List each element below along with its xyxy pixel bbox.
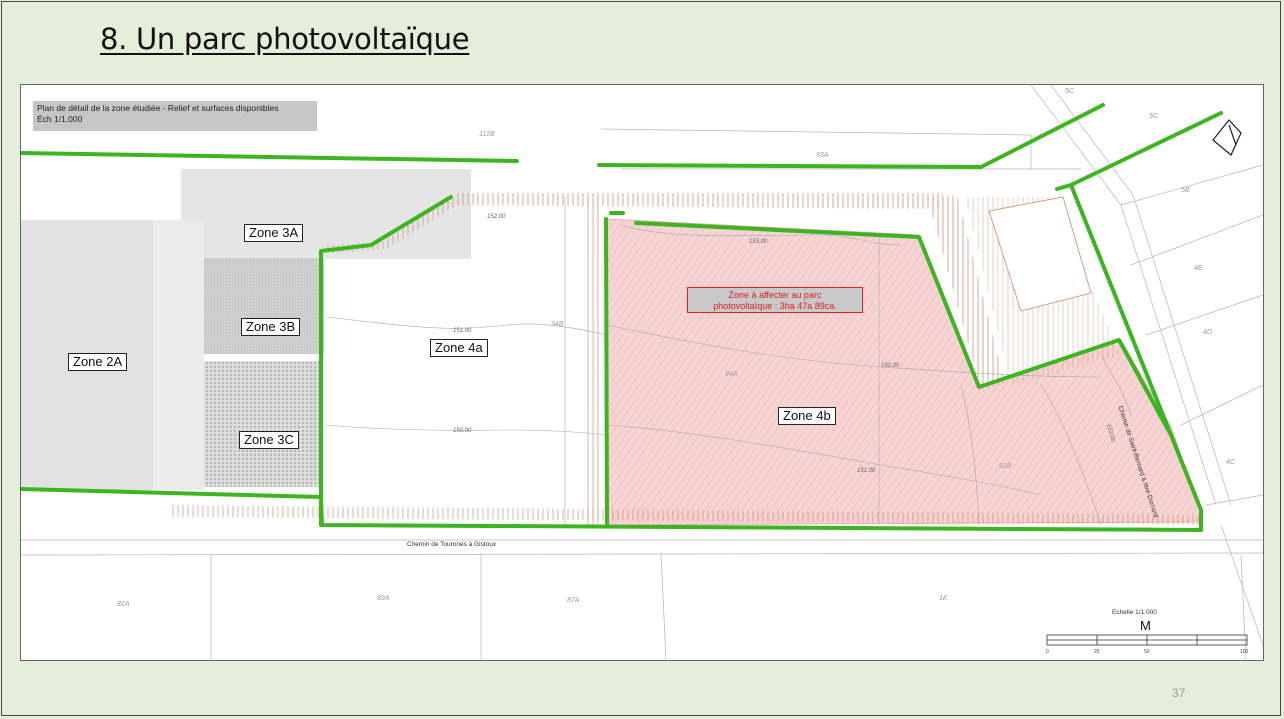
parcel-87a: 87A [567,597,580,604]
pv-zone-line1: Zone à affecter au parc [728,290,822,300]
pv-zone-annotation: Zone à affecter au parc photovoltaïque :… [687,287,863,313]
scale-unit: M [1140,618,1151,633]
zone-3c-area [204,361,322,487]
zone-3b-area [204,258,324,354]
elevation-label: 152.00 [487,214,506,220]
zone-3a-label: Zone 3A [244,224,304,242]
scale-block: Echelle 1/1.000 M 0 25 50 100 [1046,605,1251,657]
scale-tick: 100 [1240,649,1249,655]
parcel-94a: 94A [725,371,738,378]
zone-3-lower-area [153,220,204,490]
parcel-5c-top: 5C [1065,88,1074,95]
north-arrow-symbol [1212,119,1242,156]
zone-2a-label: Zone 2A [68,353,128,371]
green-boundaries [21,103,1223,532]
elevation-label: 153.00 [749,239,768,245]
legend-scale: Éch 1/1.000 [37,114,83,124]
elevation-label: 151.00 [857,468,876,474]
zone-4b-label: Zone 4b [778,407,836,425]
parcel-4c: 4C [1226,459,1235,466]
elevation-label: 151.00 [453,328,472,334]
parcel-112b: 112B [479,131,495,138]
parcel-5c: 5C [1149,113,1158,120]
legend-title: Plan de détail de la zone étudiée - Reli… [37,103,279,113]
parcel-89a: 89A [377,595,390,602]
map-legend: Plan de détail de la zone étudiée - Reli… [33,101,317,131]
slope-embankments [171,193,1203,525]
scale-bar [1046,634,1248,646]
scale-tick: 50 [1144,649,1150,655]
parcel-91b: 91B [999,463,1012,470]
parcel-5b: 5B [1181,187,1190,194]
parcel-81a: 81A [117,601,130,608]
zone-4a-label: Zone 4a [430,339,488,357]
elevation-label: 150.00 [453,428,472,434]
scale-title: Echelle 1/1.000 [1112,609,1157,616]
zone-3b-label: Zone 3B [241,318,301,336]
slide-title: 8. Un parc photovoltaïque [100,22,470,56]
scale-tick: 0 [1046,649,1049,655]
south-road-label: Chemin de Tournnes à Gistoux [407,541,497,548]
scale-tick: 25 [1094,649,1100,655]
parcel-93a: 93A [816,152,829,159]
zone-3c-label: Zone 3C [239,431,299,449]
parcel-1k: 1K [939,595,948,602]
site-plan-map: Plan de détail de la zone étudiée - Reli… [20,84,1264,661]
site-plan-drawing [21,85,1263,660]
parcel-94b: 94B [551,321,564,328]
page-number: 37 [1172,686,1186,700]
pv-zone-line2: photovoltaïque : 3ha 47a 89ca. [713,301,837,311]
parcel-4d: 4D [1203,329,1212,336]
parcel-lines [21,85,1263,660]
elevation-label: 152.00 [881,363,900,369]
parcel-4e: 4E [1194,265,1203,272]
